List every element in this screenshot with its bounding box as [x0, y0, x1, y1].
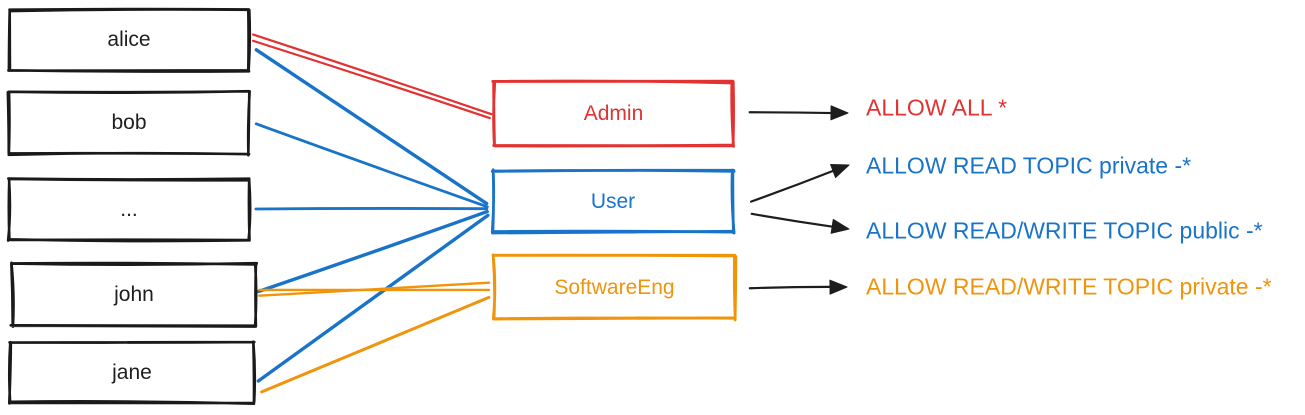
- arrow-head-0: [830, 105, 849, 121]
- arrow-line-1: [750, 168, 837, 203]
- connection-line-3: [254, 122, 489, 209]
- user-box-outline-3: [9, 261, 259, 328]
- arrow-line-2: [750, 212, 837, 229]
- connection-line-4: [254, 207, 489, 211]
- role-box-outline-2: [491, 253, 738, 322]
- connection-line-0: [252, 33, 493, 116]
- arrow-head-2: [830, 218, 850, 234]
- user-box-outline-0: [7, 7, 252, 73]
- connection-line-1: [252, 39, 491, 120]
- user-box-outline-1: [6, 89, 251, 157]
- role-box-outline-1: [490, 168, 736, 235]
- arrow-head-3: [829, 279, 848, 295]
- user-box-outline-2: [6, 177, 252, 243]
- user-box-outline-4: [7, 340, 257, 406]
- connection-line-9: [260, 295, 491, 394]
- arrow-line-0: [748, 111, 836, 115]
- arrow-head-1: [830, 163, 850, 179]
- connection-line-5: [257, 209, 489, 294]
- arrow-line-3: [748, 285, 835, 290]
- connection-line-6: [256, 213, 490, 383]
- role-box-outline-0: [491, 79, 735, 148]
- connection-line-2: [254, 48, 489, 206]
